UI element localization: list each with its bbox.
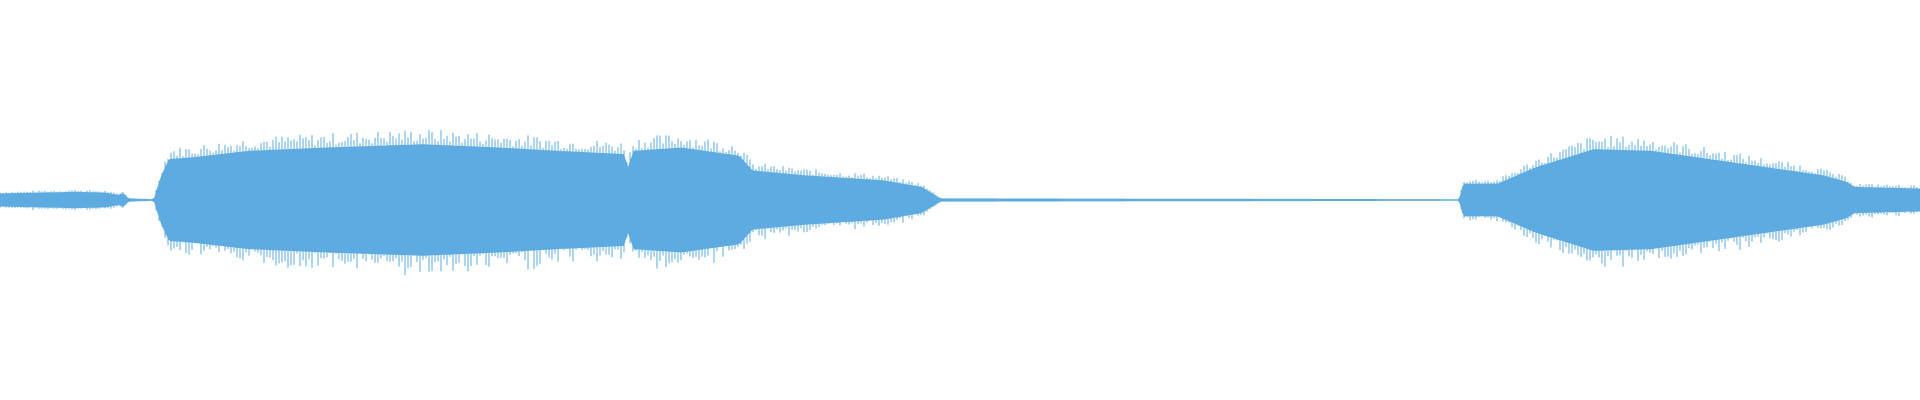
waveform-spikes [0, 130, 1918, 276]
